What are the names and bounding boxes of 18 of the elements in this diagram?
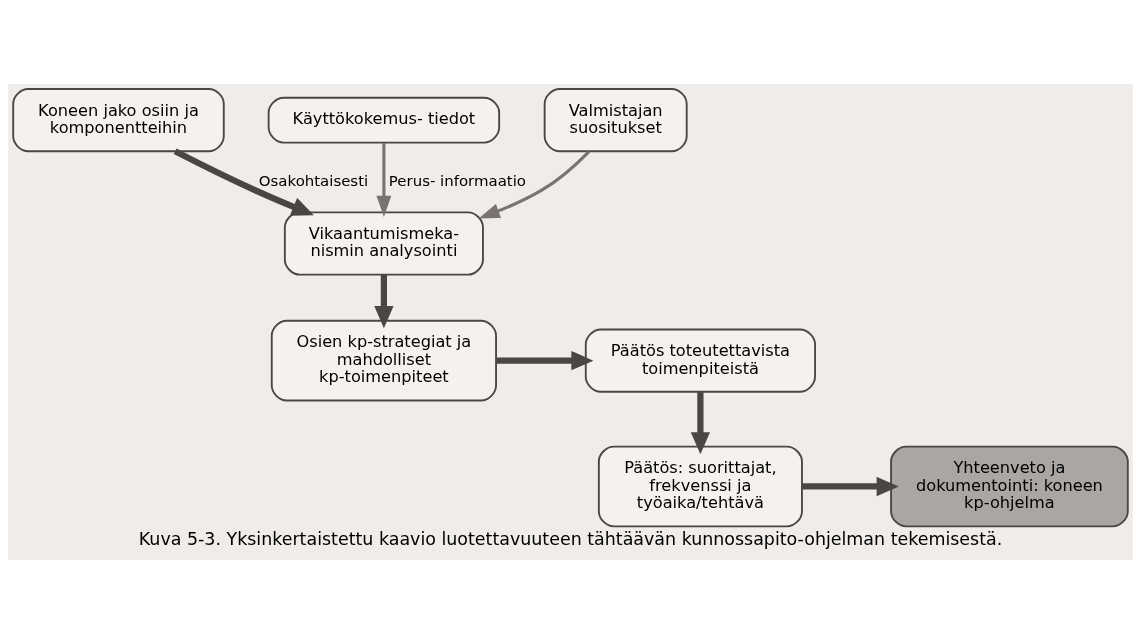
edge-label: Osakohtaisesti bbox=[258, 171, 369, 190]
node-box: Osien kp-strategiat ja mahdolliset kp-toimenpiteet bbox=[270, 319, 497, 402]
caption: Kuva 5-3. Yksinkertaistettu kaavio luotettavuuteen tähtäävän kunnossapito-ohjelman tekemisestä. bbox=[138, 529, 1003, 550]
node-box: Käyttökokemus- tiedot bbox=[267, 96, 501, 144]
node-box: Koneen jako osiin ja komponentteihin bbox=[12, 88, 225, 153]
node-box: Päätös toteutettavista toimenpiteistä bbox=[584, 328, 816, 393]
arrow bbox=[496, 350, 594, 371]
edge-label: Perus- informaatio bbox=[388, 171, 526, 190]
node-box: Päätös: suorittajat, frekvenssi ja työaika/tehtävä bbox=[597, 445, 803, 528]
arrow bbox=[478, 150, 591, 219]
arrow bbox=[173, 148, 314, 216]
node-box: Valmistajan suositukset bbox=[543, 88, 688, 153]
arrow bbox=[374, 274, 394, 329]
arrow bbox=[376, 143, 392, 217]
arrow bbox=[690, 392, 711, 455]
arrow bbox=[802, 476, 899, 497]
node-box: Yhteenveto ja dokumentointi: koneen kp-ohjelma bbox=[890, 445, 1129, 528]
node-box: Vikaantumismeka- nismin analysointi bbox=[283, 211, 484, 276]
